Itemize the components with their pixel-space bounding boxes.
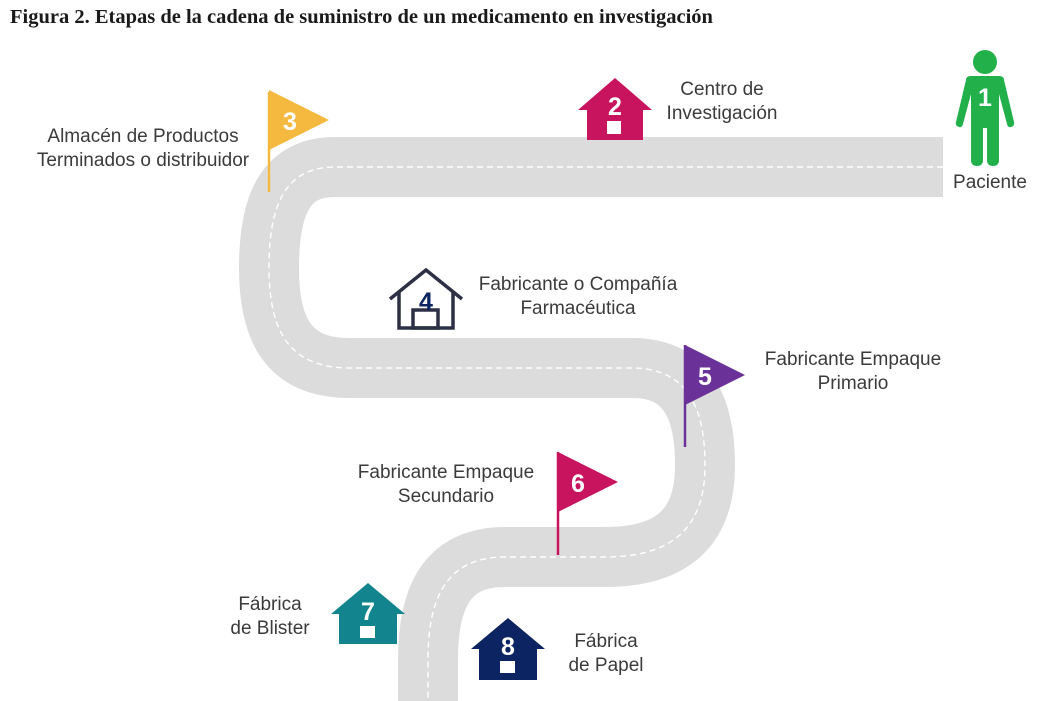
stage-1-label: Paciente (953, 172, 1027, 193)
stage-8-label: Fábrica de Papel (568, 631, 644, 676)
stage-3-flag-icon (267, 90, 329, 192)
stage-8-house-icon (471, 618, 545, 680)
stage-6-label: Fabricante Empaque Secundario (357, 462, 535, 507)
stage-1-person-icon (955, 50, 1015, 166)
stage-3-number: 3 (283, 108, 297, 136)
stage-4-house-outline-icon (388, 267, 464, 330)
stage-3-label: Almacén de Productos Terminados o distri… (36, 126, 250, 171)
stage-8-number: 8 (501, 633, 515, 661)
stage-5-label: Fabricante Empaque Primario (764, 349, 942, 394)
stage-7-house-icon (331, 583, 405, 644)
stage-6-flag-icon (556, 452, 618, 555)
figure-title: Figura 2. Etapas de la cadena de suminis… (10, 6, 713, 28)
road-center-dash (268, 166, 943, 701)
stage-4-number: 4 (419, 288, 433, 316)
stage-6-number: 6 (571, 470, 585, 498)
stage-2-label: Centro de Investigación (666, 79, 778, 124)
stage-5-flag-icon (683, 345, 745, 447)
stage-5-number: 5 (698, 363, 712, 391)
stage-2-number: 2 (608, 93, 622, 121)
stage-1-number: 1 (978, 84, 992, 112)
stage-2-house-icon (578, 78, 652, 140)
stage-7-label: Fábrica de Blister (230, 594, 310, 639)
stage-7-number: 7 (361, 598, 375, 626)
stage-4-label: Fabricante o Compañía Farmacéutica (478, 274, 678, 319)
